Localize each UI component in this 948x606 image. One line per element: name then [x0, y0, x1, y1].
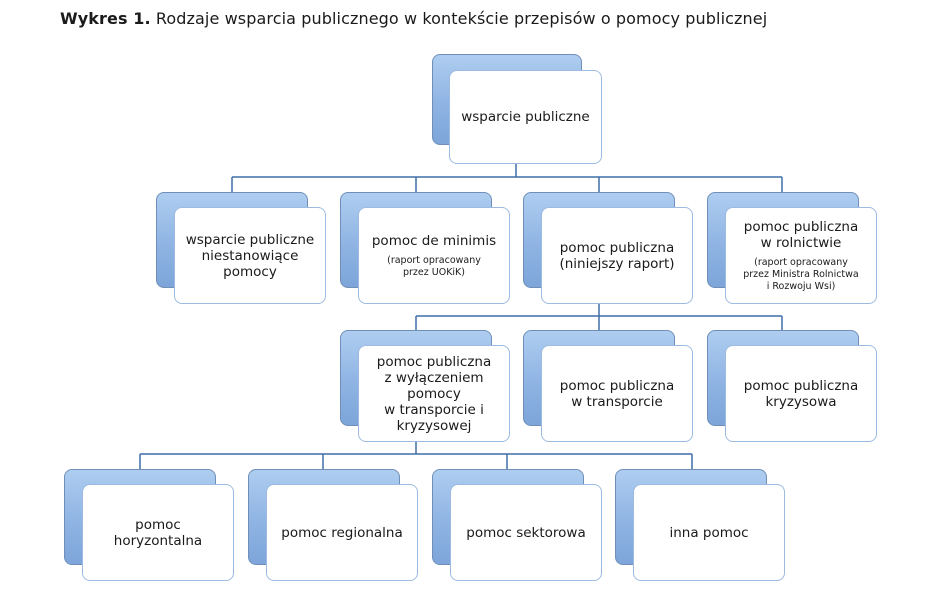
node-inna-pomoc: inna pomoc	[615, 469, 785, 581]
node-note: (raport opracowany przez Ministra Rolnic…	[743, 256, 859, 292]
node-pomoc-regionalna: pomoc regionalna	[248, 469, 418, 581]
node-label: pomoc horyzontalna	[113, 516, 203, 549]
node-pomoc-w-rolnictwie: pomoc publiczna w rolnictwie (raport opr…	[707, 192, 877, 304]
node-label: pomoc publiczna w transporcie	[559, 377, 675, 410]
node-label: inna pomoc	[669, 524, 749, 541]
node-pomoc-sektorowa: pomoc sektorowa	[432, 469, 602, 581]
node-label: pomoc de minimis	[371, 232, 497, 249]
node-wsparcie-publiczne: wsparcie publiczne	[432, 54, 602, 164]
node-label: pomoc publiczna z wyłączeniem pomocy w t…	[376, 353, 492, 434]
node-pomoc-publiczna: pomoc publiczna (niniejszy raport)	[523, 192, 693, 304]
node-pomoc-de-minimis: pomoc de minimis (raport opracowany prze…	[340, 192, 510, 304]
node-pomoc-kryzysowa: pomoc publiczna kryzysowa	[707, 330, 877, 442]
chart-title-text: Rodzaje wsparcia publicznego w kontekści…	[150, 9, 768, 28]
node-note: (raport opracowany przez UOKiK)	[387, 254, 481, 278]
node-label: wsparcie publiczne	[461, 109, 590, 125]
node-label: pomoc sektorowa	[466, 524, 586, 541]
node-pomoc-z-wylaczeniem: pomoc publiczna z wyłączeniem pomocy w t…	[340, 330, 510, 442]
node-label: wsparcie publiczne niestanowiące pomocy	[185, 231, 315, 280]
node-wsparcie-niestanowiace: wsparcie publiczne niestanowiące pomocy	[156, 192, 326, 304]
node-label: pomoc publiczna kryzysowa	[743, 377, 859, 410]
chart-title: Wykres 1. Rodzaje wsparcia publicznego w…	[60, 9, 767, 28]
node-pomoc-w-transporcie: pomoc publiczna w transporcie	[523, 330, 693, 442]
node-label: pomoc publiczna (niniejszy raport)	[559, 239, 675, 272]
chart-title-number: Wykres 1.	[60, 9, 151, 28]
node-pomoc-horyzontalna: pomoc horyzontalna	[64, 469, 234, 581]
node-label: pomoc regionalna	[281, 524, 403, 541]
node-label: pomoc publiczna w rolnictwie	[743, 218, 859, 251]
